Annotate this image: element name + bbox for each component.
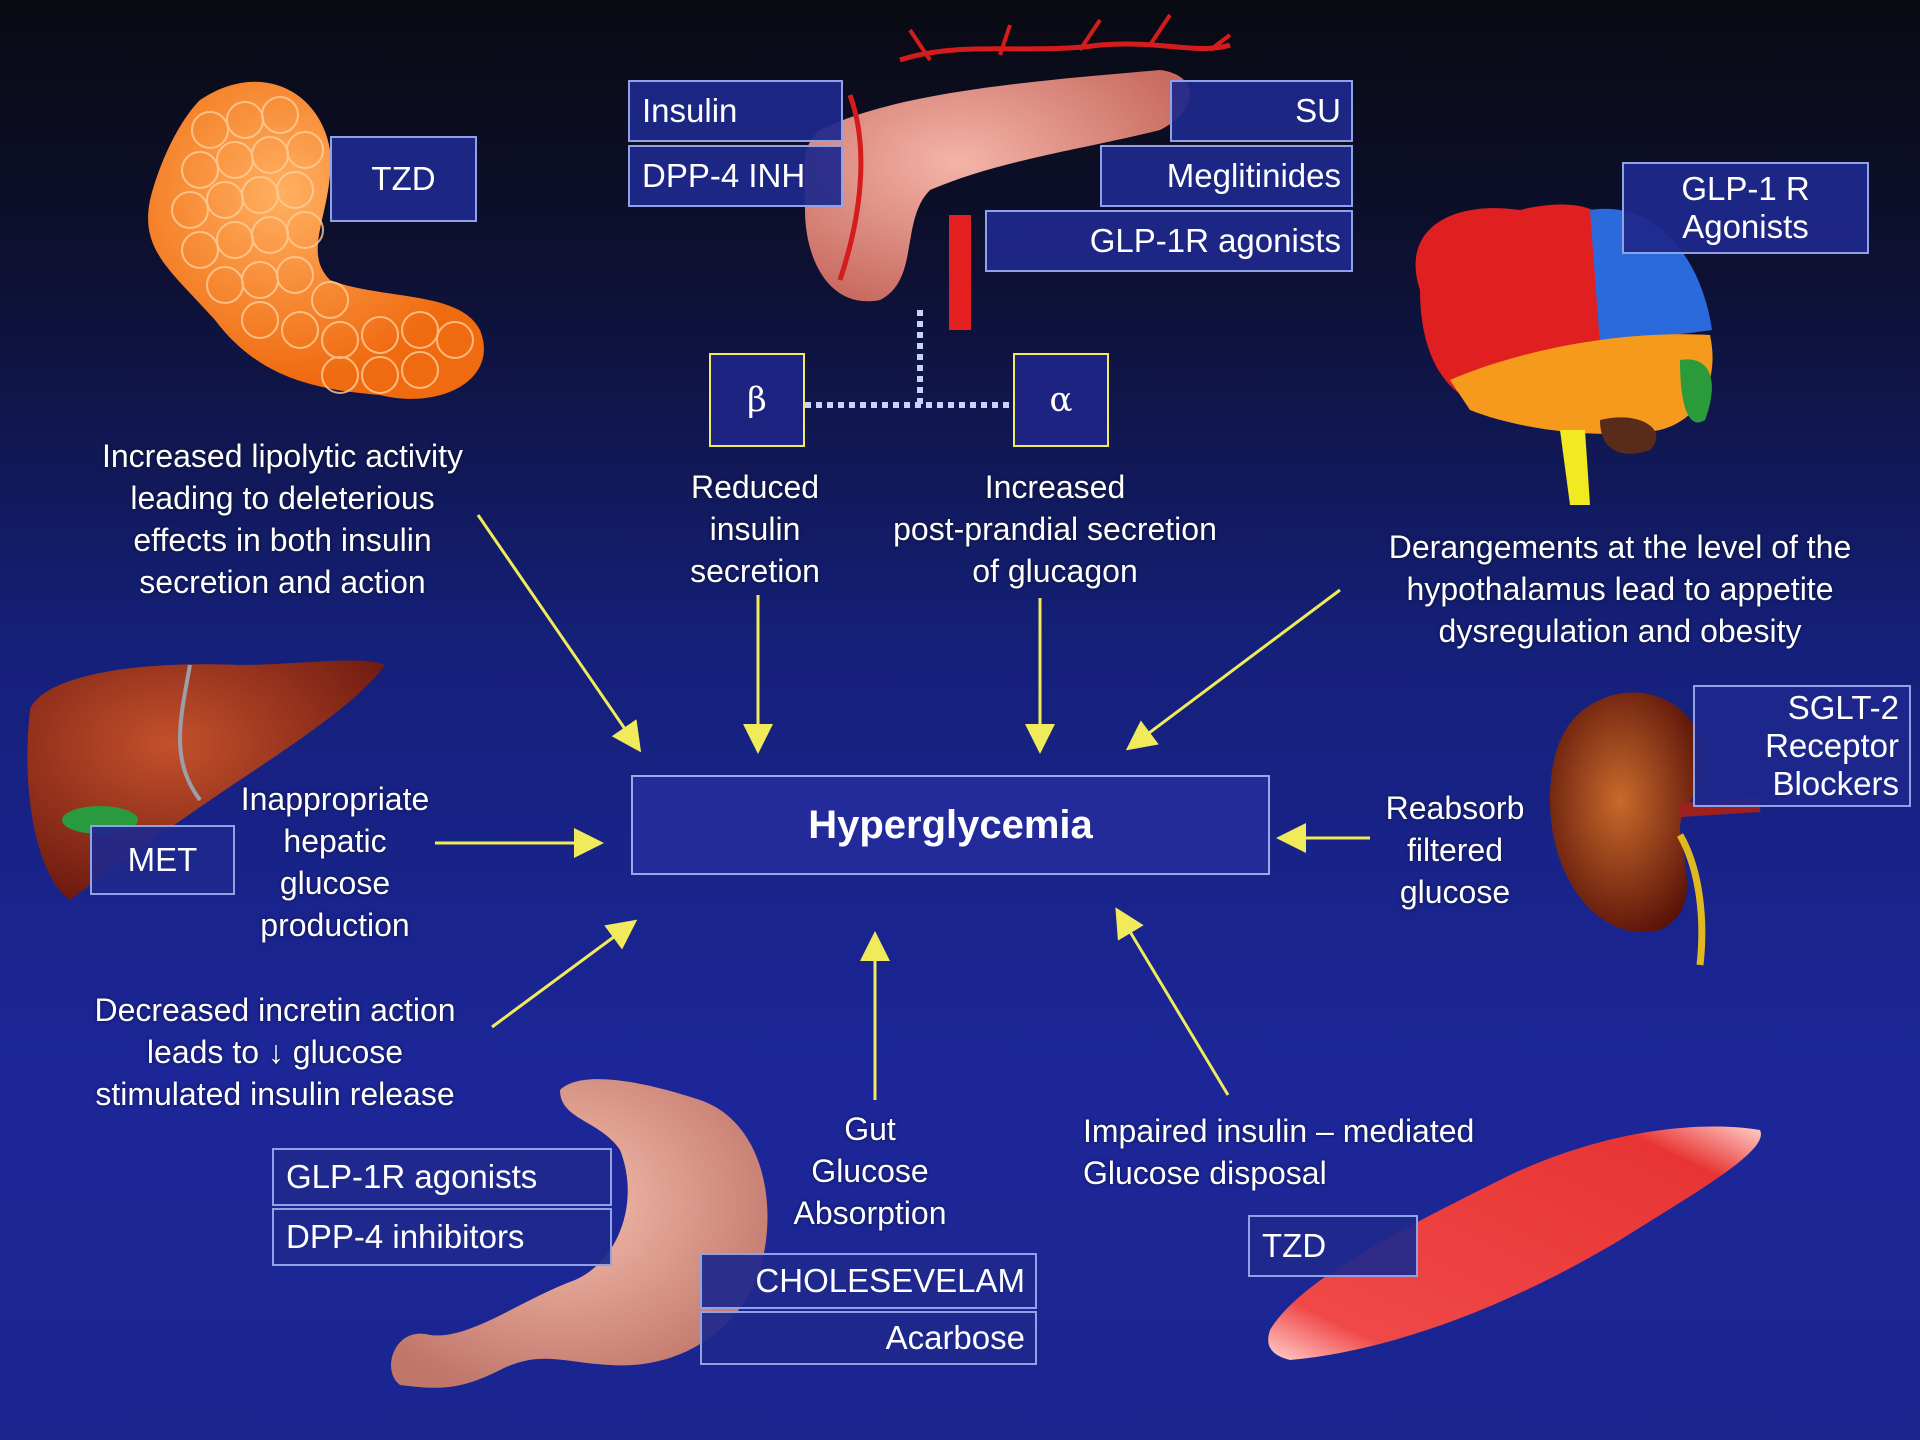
stomach-drug-box-4: Acarbose	[700, 1311, 1037, 1365]
brain-effect-text: Derangements at the level of the hypotha…	[1340, 526, 1900, 652]
adipose-drug-box: TZD	[330, 136, 477, 222]
stomach-drug-box-3: CHOLESEVELAM	[700, 1253, 1037, 1309]
islet-connector	[805, 310, 1012, 405]
muscle-effect-text: Impaired insulin – mediated Glucose disp…	[1083, 1110, 1543, 1194]
drug-label: Meglitinides	[1167, 157, 1341, 195]
drug-label: TZD	[371, 160, 435, 198]
beta-symbol: β	[747, 380, 767, 420]
stomach-drug-box-2: DPP-4 inhibitors	[272, 1208, 612, 1266]
liver-effect-text: Inappropriate hepatic glucose production	[215, 778, 455, 946]
kidney-drug-box: SGLT-2 Receptor Blockers	[1693, 685, 1911, 807]
drug-label: Acarbose	[886, 1319, 1025, 1357]
arrow-muscle	[1120, 915, 1228, 1095]
drug-label: DPP-4 inhibitors	[286, 1218, 524, 1256]
drug-label: TZD	[1262, 1227, 1326, 1265]
pancreas-left-box-1: Insulin	[628, 80, 843, 142]
arrow-brain	[1133, 590, 1340, 745]
drug-label: Insulin	[642, 92, 737, 130]
brain-drug-box: GLP-1 R Agonists	[1622, 162, 1869, 254]
alpha-effect-text: Increased post-prandial secretion of glu…	[860, 466, 1250, 592]
drug-label: MET	[128, 841, 198, 879]
alpha-symbol: α	[1050, 380, 1073, 420]
incretin-effect-text: Decreased incretin action leads to ↓ glu…	[50, 989, 500, 1115]
pancreas-left-box-2: DPP-4 INH	[628, 145, 843, 207]
beta-effect-text: Reduced insulin secretion	[640, 466, 870, 592]
drug-label: GLP-1R agonists	[286, 1158, 537, 1196]
drug-label: GLP-1 R Agonists	[1681, 170, 1809, 246]
pancreas-right-box-3: GLP-1R agonists	[985, 210, 1353, 272]
pancreas-right-box-2: Meglitinides	[1100, 145, 1353, 207]
adipose-tissue-image	[148, 82, 484, 399]
muscle-drug-box: TZD	[1248, 1215, 1418, 1277]
drug-label: GLP-1R agonists	[1090, 222, 1341, 260]
drug-label: SU	[1295, 92, 1341, 130]
alpha-cell-box: α	[1013, 353, 1109, 447]
drug-label: SGLT-2 Receptor Blockers	[1765, 689, 1899, 803]
drug-label: DPP-4 INH	[642, 157, 805, 195]
pancreas-right-box-1: SU	[1170, 80, 1353, 142]
arrow-incretin	[492, 925, 630, 1027]
kidney-effect-text: Reabsorb filtered glucose	[1355, 787, 1555, 913]
gut-effect-text: Gut Glucose Absorption	[770, 1108, 970, 1234]
hyperglycemia-label: Hyperglycemia	[808, 803, 1093, 848]
drug-label: CHOLESEVELAM	[755, 1262, 1025, 1300]
adipose-effect-text: Increased lipolytic activity leading to …	[50, 435, 515, 603]
beta-cell-box: β	[709, 353, 805, 447]
hyperglycemia-box: Hyperglycemia	[631, 775, 1270, 875]
liver-drug-box: MET	[90, 825, 235, 895]
stomach-drug-box-1: GLP-1R agonists	[272, 1148, 612, 1206]
